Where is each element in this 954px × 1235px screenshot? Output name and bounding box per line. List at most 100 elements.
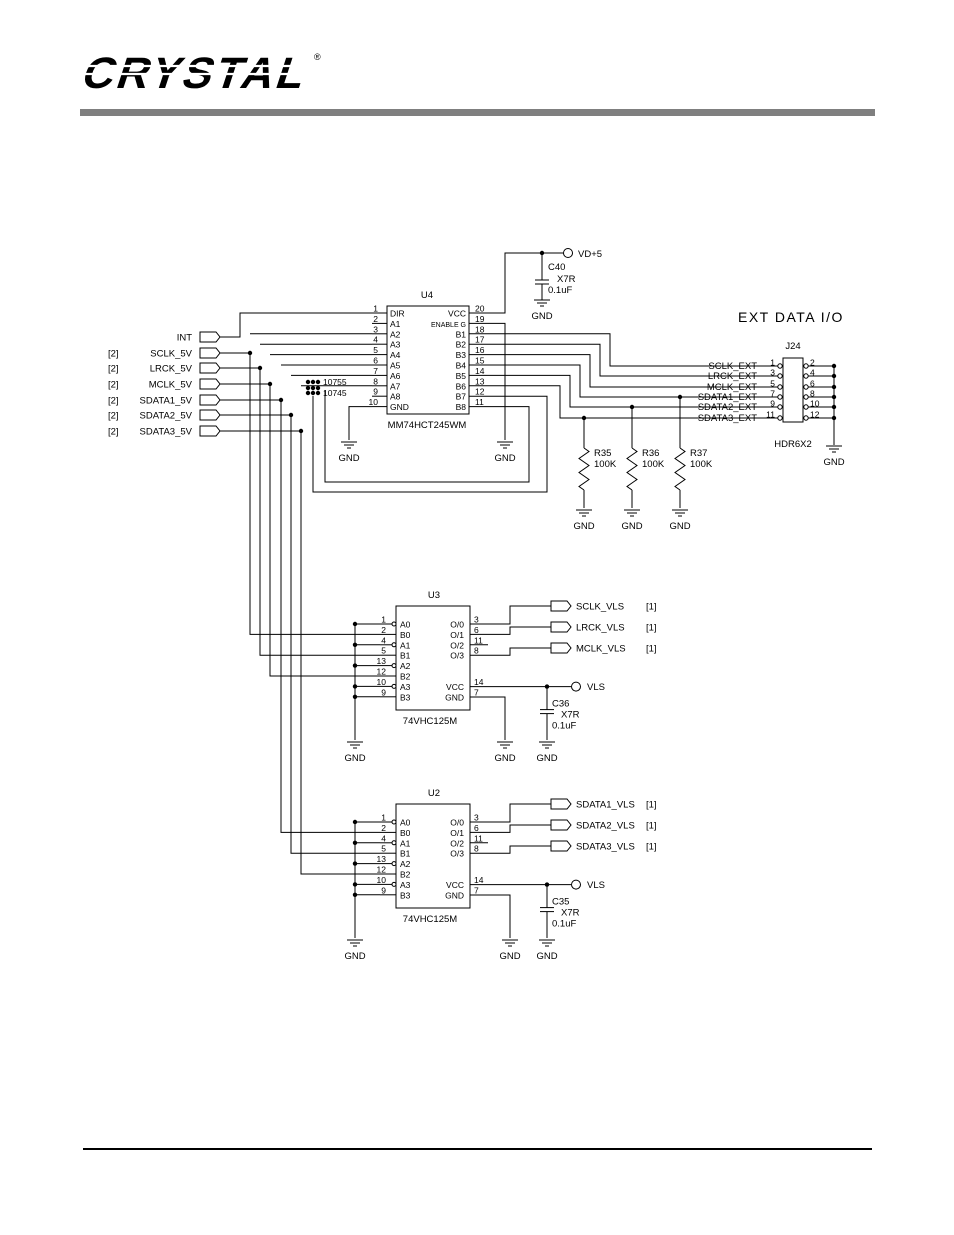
junction-dot [352, 861, 358, 866]
j24-pin [803, 384, 809, 390]
u2-pin-name: O/3 [450, 849, 464, 859]
junction-dot [310, 385, 316, 391]
u4-pin-number: 12 [475, 387, 485, 397]
u4-pin-number: 18 [475, 324, 485, 334]
j24-pin-number: 5 [770, 379, 775, 389]
junction-dot [831, 394, 837, 400]
c35-value: 0.1uF [552, 919, 576, 930]
u2-ref: U2 [428, 788, 440, 799]
u4-pin-number: 16 [475, 345, 485, 355]
j24-pin [777, 384, 783, 390]
input-label: MCLK_5V [149, 380, 193, 391]
u4-pin-number: 1 [373, 304, 378, 314]
u4-pin-number: 2 [373, 314, 378, 324]
u3-pin-name: O/3 [450, 651, 464, 661]
bus-sdata1 [280, 400, 380, 833]
u3-output-port [550, 600, 572, 612]
u3-pin-name: B0 [400, 630, 411, 640]
ground-label: GND [823, 457, 844, 468]
sheet-ref: [1] [646, 644, 657, 655]
net-tag: 10745 [323, 388, 347, 398]
ground-label: GND [494, 453, 515, 464]
wire-b-to-j24 [489, 354, 778, 388]
u2-pin-number: 8 [474, 844, 479, 854]
j24-pin [803, 373, 809, 379]
input-port-sdata1_5v [199, 394, 221, 406]
junction-dot [315, 385, 321, 391]
u4-pin-name: A2 [390, 329, 401, 339]
junction-dot [288, 412, 294, 418]
u2-output-label: SDATA3_VLS [576, 842, 635, 853]
u4-body [386, 305, 470, 415]
input-port-sdata3_5v [199, 425, 221, 437]
u3-pin-bubble [391, 621, 397, 627]
u4-pin-number: 14 [475, 366, 485, 376]
sheet-ref: [2] [108, 364, 119, 375]
u2-pin-number: 3 [474, 813, 479, 823]
input-label: SDATA3_5V [140, 427, 193, 438]
u3-pin-number: 10 [377, 677, 387, 687]
u3-pin-number: 1 [381, 615, 386, 625]
resistor-value: 100K [642, 459, 665, 470]
u3-body [395, 605, 471, 711]
ground-label: GND [344, 951, 365, 962]
resistor-value: 100K [690, 459, 713, 470]
junction-dot [315, 379, 321, 385]
j24-pin [777, 404, 783, 410]
j24-signal-label: LRCK_EXT [708, 371, 757, 382]
u3-vls-terminal [571, 681, 581, 692]
u3-pin-name: B3 [400, 692, 411, 702]
bus-sdata3 [300, 431, 380, 875]
u3-gnd-wire [488, 696, 506, 740]
u2-pin-bubble [391, 861, 397, 867]
u4-pin-name: B1 [456, 329, 467, 339]
u4-pin-number: 7 [373, 366, 378, 376]
u2-output-label: SDATA1_VLS [576, 800, 635, 811]
ground-label: GND [344, 753, 365, 764]
j24-pin-number: 7 [770, 389, 775, 399]
sheet-ref: [1] [646, 821, 657, 832]
junction-layer [247, 250, 837, 897]
junction-dot [305, 379, 311, 385]
junction-dot [544, 684, 550, 689]
junction-dot [352, 882, 358, 887]
u2-pin-number: 14 [474, 875, 484, 885]
j24-pin-number: 3 [770, 368, 775, 378]
u3-pin-bubble [391, 663, 397, 669]
junction-dot [310, 379, 316, 385]
u4-pin-name: GND [390, 402, 409, 412]
j24-pin-number: 8 [810, 389, 815, 399]
u4-pin-name: B3 [456, 350, 467, 360]
junction-dot [352, 684, 358, 689]
u4-pin-number: 8 [373, 376, 378, 386]
wire-b-to-j24 [489, 333, 778, 367]
u4-pin-name: A8 [390, 392, 401, 402]
c40-type: X7R [557, 274, 576, 285]
junction-dot [831, 373, 837, 379]
u3-pin-number: 2 [381, 625, 386, 635]
u3-pin-name: O/1 [450, 630, 464, 640]
u4-part: MM74HCT245WM [388, 420, 467, 431]
junction-dot [831, 363, 837, 369]
junction-dot [305, 390, 311, 396]
u4-pin-name: A5 [390, 361, 401, 371]
sheet-ref: [2] [108, 380, 119, 391]
u4-pin-number: 17 [475, 335, 485, 345]
junction-dot [629, 404, 635, 410]
u3-pin-number: 6 [474, 625, 479, 635]
c36-type: X7R [561, 710, 580, 721]
u2-vls-label: VLS [587, 880, 605, 891]
u2-pin-name: B1 [400, 849, 411, 859]
wire-int [220, 312, 372, 338]
junction-dot [544, 882, 550, 887]
u3-output-wire [488, 605, 551, 625]
j24-pin-number: 6 [810, 379, 815, 389]
sheet-ref: [1] [646, 602, 657, 613]
u2-pin-name: A3 [400, 880, 411, 890]
u3-pin-name: GND [445, 693, 464, 703]
resistor-ref: R36 [642, 448, 659, 459]
junction-dot [247, 350, 253, 356]
junction-dot [352, 621, 358, 627]
u3-pin-number: 3 [474, 615, 479, 625]
